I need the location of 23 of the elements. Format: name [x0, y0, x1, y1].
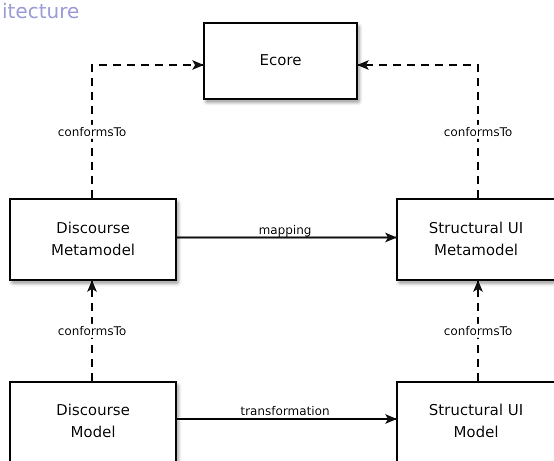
edge-label: conformsTo	[56, 324, 128, 338]
edge-label: mapping	[258, 222, 312, 237]
dashed-arrow	[87, 280, 97, 381]
dashed-arrow	[357, 60, 479, 198]
model-box	[396, 381, 554, 461]
model-box	[9, 198, 177, 281]
box-label: Ecore	[260, 50, 302, 72]
edge-label: conformsTo	[56, 124, 128, 139]
edge-label: transformation	[239, 404, 331, 418]
box-label: Discourse Metamodel	[50, 218, 136, 260]
model-box	[203, 22, 358, 100]
box-label: Structural UI Model	[428, 400, 524, 443]
edge-label: conformsTo	[442, 324, 514, 338]
page-title: itecture	[2, 0, 80, 22]
arrow	[177, 232, 397, 242]
model-box	[9, 381, 177, 461]
arrow	[177, 414, 397, 424]
box-label: Structural UI Metamodel	[428, 218, 524, 260]
box-label: Discourse Model	[55, 400, 131, 443]
dashed-arrow	[473, 280, 483, 381]
model-box	[396, 198, 554, 281]
dashed-arrow	[91, 60, 204, 198]
edge-label: conformsTo	[442, 124, 514, 139]
